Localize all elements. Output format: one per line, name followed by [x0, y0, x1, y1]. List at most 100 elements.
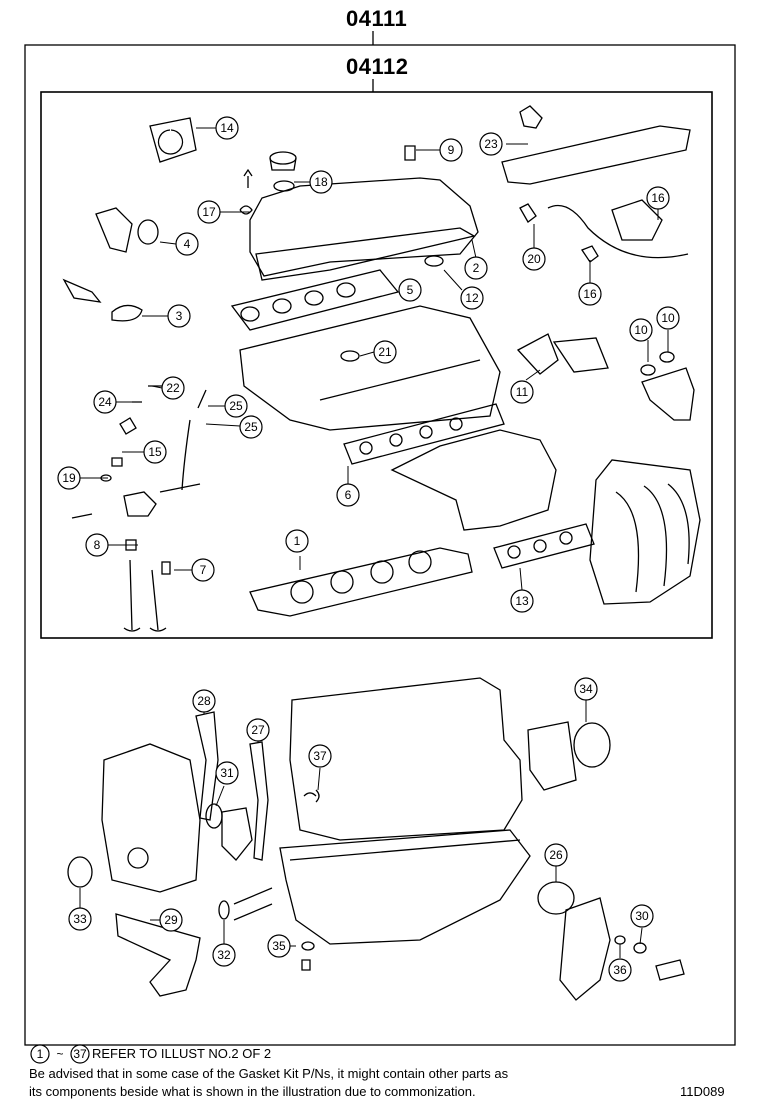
callout-29 — [159, 908, 183, 932]
callout-11 — [510, 380, 534, 404]
callout-33 — [68, 907, 92, 931]
callout-36 — [608, 958, 632, 982]
oil-strainer — [115, 913, 201, 997]
water-outlet — [95, 207, 133, 253]
callout-10a — [629, 318, 653, 342]
footer-range-end-circle — [70, 1044, 90, 1064]
callout-number: 36 — [613, 963, 627, 977]
callout-1 — [285, 529, 309, 553]
callout-32 — [212, 943, 236, 967]
callout-9 — [439, 138, 463, 162]
callout-31 — [215, 761, 239, 785]
callout-number: 25 — [244, 420, 258, 434]
callout-30 — [630, 904, 654, 928]
callout-number: 10 — [634, 323, 648, 337]
callout-13 — [510, 589, 534, 613]
callout-number: 20 — [527, 252, 541, 266]
footer-range-start: 1 — [37, 1047, 44, 1061]
callout-number: 11 — [516, 385, 529, 399]
callout-12 — [460, 286, 484, 310]
cylinder-head-cover — [249, 177, 479, 277]
intake-manifold — [589, 459, 701, 605]
callout-number: 25 — [229, 399, 243, 413]
callout-6 — [336, 483, 360, 507]
footer-range-end: 37 — [73, 1047, 87, 1061]
water-inlet — [641, 367, 695, 421]
outer-kit-frame — [24, 44, 736, 1046]
callout-25b — [239, 415, 263, 439]
callout-number: 19 — [62, 471, 76, 485]
callout-17 — [197, 200, 221, 224]
callout-22 — [161, 376, 185, 400]
callout-14 — [215, 116, 239, 140]
callout-number: 21 — [378, 345, 392, 359]
callout-number: 22 — [166, 381, 180, 395]
callout-number: 29 — [164, 913, 178, 927]
callout-number: 28 — [197, 694, 211, 708]
footer-range-sep: ~ — [56, 1047, 63, 1061]
callout-number: 9 — [448, 143, 455, 157]
callout-number: 10 — [661, 311, 675, 325]
callout-37 — [308, 744, 332, 768]
callout-number: 15 — [148, 445, 162, 459]
callout-number: 31 — [220, 766, 234, 780]
outer-kit-number: 04111 — [346, 6, 408, 31]
callout-3 — [167, 304, 191, 328]
callout-7 — [191, 558, 215, 582]
callout-35 — [267, 934, 291, 958]
callout-26 — [544, 843, 568, 867]
exhaust-manifold — [390, 429, 557, 531]
fuel-delivery-pipe — [501, 125, 691, 185]
callout-number: 37 — [313, 749, 327, 763]
callout-number: 12 — [465, 291, 479, 305]
callout-19 — [57, 466, 81, 490]
callout-23 — [479, 132, 503, 156]
callout-number: 16 — [583, 287, 597, 301]
actuator-body — [123, 491, 157, 517]
callout-number: 34 — [579, 682, 593, 696]
callout-number: 3 — [176, 309, 183, 323]
callout-25a — [224, 394, 248, 418]
callout-number: 26 — [549, 848, 563, 862]
intake-manifold-gasket — [230, 269, 400, 331]
oil-pan — [279, 829, 531, 945]
callout-number: 32 — [217, 948, 231, 962]
advisory-line-2: its components beside what is shown in t… — [29, 1084, 476, 1099]
callout-27 — [246, 718, 270, 742]
callout-number: 2 — [473, 261, 480, 275]
callout-number: 16 — [651, 191, 665, 205]
plug-seal — [424, 255, 444, 267]
callout-16a — [646, 186, 670, 210]
callout-2 — [464, 256, 488, 280]
rear-oil-seal — [573, 722, 611, 768]
callout-10b — [656, 306, 680, 330]
cylinder-head-gasket — [249, 547, 473, 617]
callout-18 — [309, 170, 333, 194]
callout-16b — [578, 282, 602, 306]
advisory-line-1: Be advised that in some case of the Gask… — [29, 1066, 509, 1081]
callout-24 — [93, 390, 117, 414]
illustration-code: 11D089 — [680, 1084, 725, 1099]
callout-number: 24 — [98, 395, 112, 409]
callout-34 — [574, 677, 598, 701]
inner-kit-number: 04112 — [346, 54, 409, 79]
callout-number: 8 — [94, 538, 101, 552]
callout-number: 27 — [251, 723, 265, 737]
callout-8 — [85, 533, 109, 557]
fuel-pipe — [547, 204, 689, 259]
inner-kit-frame — [40, 91, 713, 639]
callout-20 — [522, 247, 546, 271]
callout-number: 33 — [73, 912, 87, 926]
callout-number: 5 — [407, 283, 414, 297]
seal-17 — [239, 205, 253, 215]
footer-range-start-circle — [30, 1044, 50, 1064]
callout-number: 18 — [314, 175, 328, 189]
callout-number: 13 — [515, 594, 529, 608]
callout-number: 6 — [345, 488, 352, 502]
callout-number: 14 — [220, 121, 234, 135]
callout-number: 30 — [635, 909, 649, 923]
callout-number: 23 — [484, 137, 498, 151]
timing-chain-cover — [101, 743, 201, 893]
refer-note: REFER TO ILLUST NO.2 OF 2 — [92, 1046, 272, 1061]
